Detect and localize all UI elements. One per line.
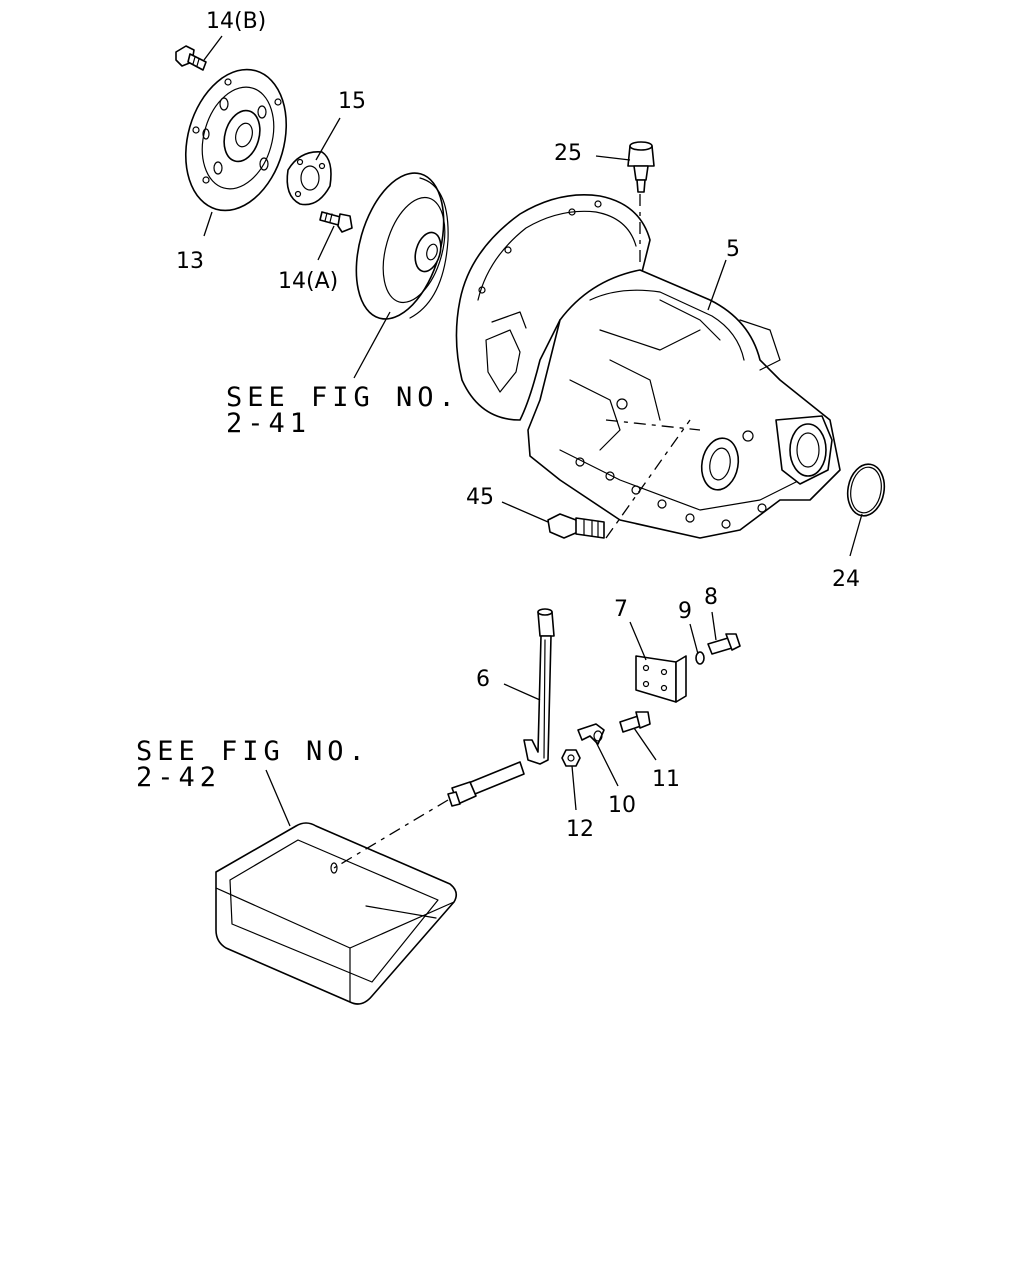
label-part-45: 45 — [466, 485, 494, 510]
oil-pan-ref-line2: 2-42 — [136, 762, 221, 793]
label-part-10: 10 — [608, 793, 636, 818]
torque-converter-ref-line2: 2-41 — [226, 408, 311, 439]
clip-10 — [577, 723, 605, 745]
oil-pan — [215, 822, 458, 1005]
torque-converter-ref-line1: SEE FIG NO. — [226, 382, 460, 413]
bolt-14b — [175, 45, 207, 71]
oil-level-tube-6 — [447, 608, 555, 807]
torque-converter — [355, 172, 449, 320]
nut-12 — [561, 749, 581, 767]
label-part-14a: 14(A) — [278, 269, 338, 294]
oil-pan-ref-line1: SEE FIG NO. — [136, 736, 370, 767]
bolt-11 — [619, 711, 651, 733]
transmission-case — [455, 194, 841, 539]
label-part-25: 25 — [554, 141, 582, 166]
label-part-6: 6 — [476, 667, 490, 692]
breather-25 — [627, 141, 655, 193]
drive-plate — [184, 68, 288, 212]
label-part-24: 24 — [832, 567, 860, 592]
label-part-14b: 14(B) — [206, 9, 266, 34]
assembly-lines — [333, 194, 701, 869]
speed-sensor-45 — [547, 513, 605, 539]
label-part-5: 5 — [726, 237, 740, 262]
plate-15 — [286, 151, 332, 206]
leader-lines — [203, 35, 863, 827]
bracket-7 — [635, 655, 687, 703]
washer-9 — [695, 651, 705, 665]
o-ring-24 — [846, 463, 886, 517]
label-part-12: 12 — [566, 817, 594, 842]
label-part-15: 15 — [338, 89, 366, 114]
label-part-9: 9 — [678, 599, 692, 624]
bolt-14a — [319, 211, 353, 233]
label-part-7: 7 — [614, 597, 628, 622]
bolt-8 — [707, 633, 741, 655]
label-part-11: 11 — [652, 767, 680, 792]
label-part-13: 13 — [176, 249, 204, 274]
label-part-8: 8 — [704, 585, 718, 610]
